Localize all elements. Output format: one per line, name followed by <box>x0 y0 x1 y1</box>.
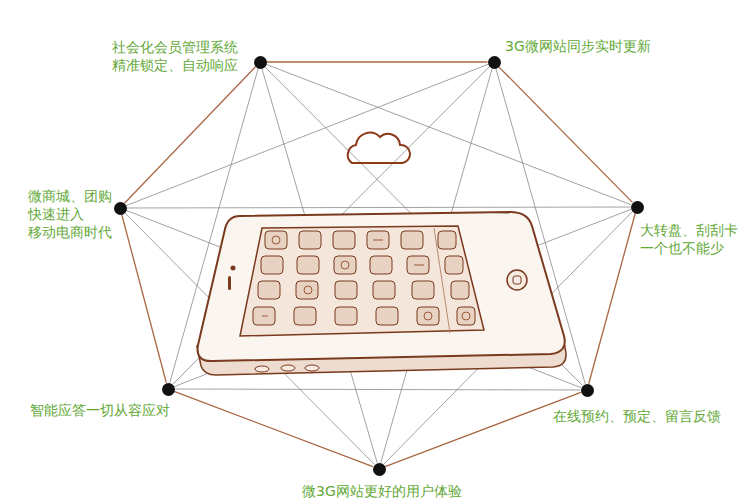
dock-icon <box>438 231 456 249</box>
app-icon <box>333 231 355 249</box>
dock-icon <box>457 307 475 325</box>
feature-text: 微商城、团购 快速进入 移动电商时代 <box>28 187 118 241</box>
icon-detail <box>414 265 424 266</box>
app-icon <box>370 256 392 274</box>
feature-label: 社会化会员管理系统 精准锁定、自动响应 <box>106 38 238 74</box>
dock-icon <box>451 281 469 299</box>
app-icon <box>367 231 389 249</box>
connector <box>589 213 636 383</box>
icon-detail <box>341 261 349 269</box>
connector <box>126 210 581 387</box>
phone-screen <box>240 226 484 336</box>
feature-label: 大转盘、刮刮卡 一个也不能少 <box>640 221 744 257</box>
side-button <box>255 366 269 372</box>
app-icon <box>253 307 275 325</box>
connector <box>175 389 581 391</box>
feature-label: 3G微网站同步实时更新 <box>505 37 651 55</box>
hub-dot: 社会化会员管理系统 精准锁定、自动响应 <box>254 56 267 69</box>
cloud-icon <box>348 133 410 163</box>
speaker <box>228 276 231 290</box>
icon-details <box>262 236 470 320</box>
phone-body <box>198 212 565 361</box>
feature-text: 在线预约、预定、留言反馈 <box>553 407 721 425</box>
hub-dot: 智能应答一切从容应对 <box>162 383 175 396</box>
feature-text: 微3G网站更好的用户体验 <box>302 482 462 500</box>
icon-detail <box>272 236 280 244</box>
hub-dot: 大转盘、刮刮卡 一个也不能少 <box>631 201 644 214</box>
connector <box>385 392 581 466</box>
app-icon <box>265 231 287 249</box>
icon-detail <box>304 286 312 294</box>
icon-detail <box>262 316 268 317</box>
feature-text: 智能应答一切从容应对 <box>30 401 170 419</box>
dock-icon <box>445 256 463 274</box>
home-button-mark <box>513 276 521 284</box>
connector <box>174 391 373 466</box>
feature-label: 智能应答一切从容应对 <box>30 401 170 419</box>
app-icon <box>335 307 357 325</box>
app-icon <box>258 281 280 299</box>
home-button <box>507 270 527 290</box>
app-icon <box>297 256 319 274</box>
app-icon <box>294 307 316 325</box>
connector <box>122 214 167 382</box>
hub-dot: 在线预约、预定、留言反馈 <box>581 384 594 397</box>
connector <box>266 64 631 204</box>
connector <box>267 61 488 62</box>
feature-label: 在线预约、预定、留言反馈 <box>553 407 721 425</box>
feature-text: 社会化会员管理系统 精准锁定、自动响应 <box>106 38 238 74</box>
feature-text: 3G微网站同步实时更新 <box>505 37 651 55</box>
feature-label: 微商城、团购 快速进入 移动电商时代 <box>28 187 118 241</box>
app-icon <box>401 231 423 249</box>
connector <box>126 64 488 205</box>
feature-label: 微3G网站更好的用户体验 <box>302 482 462 500</box>
app-icon <box>376 307 398 325</box>
app-icon <box>412 281 434 299</box>
connector <box>499 67 633 203</box>
app-icon <box>417 307 439 325</box>
app-icon <box>373 281 395 299</box>
connector <box>127 207 631 209</box>
camera <box>231 266 236 271</box>
hub-dot: 3G微网站同步实时更新 <box>488 56 501 69</box>
hub-dot: 微3G网站更好的用户体验 <box>373 463 386 476</box>
icon-detail <box>424 312 432 320</box>
app-icon <box>296 281 318 299</box>
side-button <box>305 365 319 371</box>
feature-text: 大转盘、刮刮卡 一个也不能少 <box>640 221 744 257</box>
connector <box>174 209 631 386</box>
app-icon <box>299 231 321 249</box>
app-icon <box>334 256 356 274</box>
app-icons <box>253 231 475 325</box>
side-button <box>281 365 295 371</box>
app-icon <box>407 256 429 274</box>
connector <box>124 67 255 204</box>
hub-dot: 微商城、团购 快速进入 移动电商时代 <box>114 202 127 215</box>
icon-detail <box>373 240 383 241</box>
app-icon <box>261 256 283 274</box>
icon-detail <box>462 312 470 320</box>
app-icon <box>335 281 357 299</box>
